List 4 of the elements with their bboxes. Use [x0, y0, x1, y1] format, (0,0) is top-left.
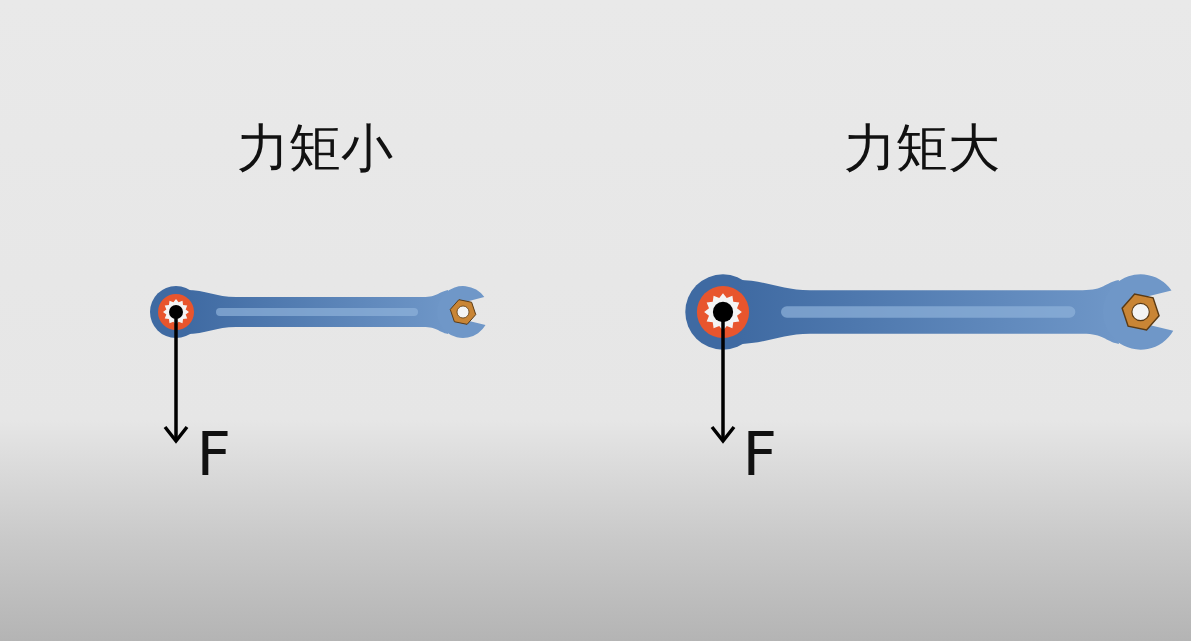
- title-label: 力矩小: [237, 122, 393, 174]
- force-label: F: [742, 424, 777, 484]
- title-label: 力矩大: [844, 122, 1000, 174]
- force-label: F: [196, 424, 231, 484]
